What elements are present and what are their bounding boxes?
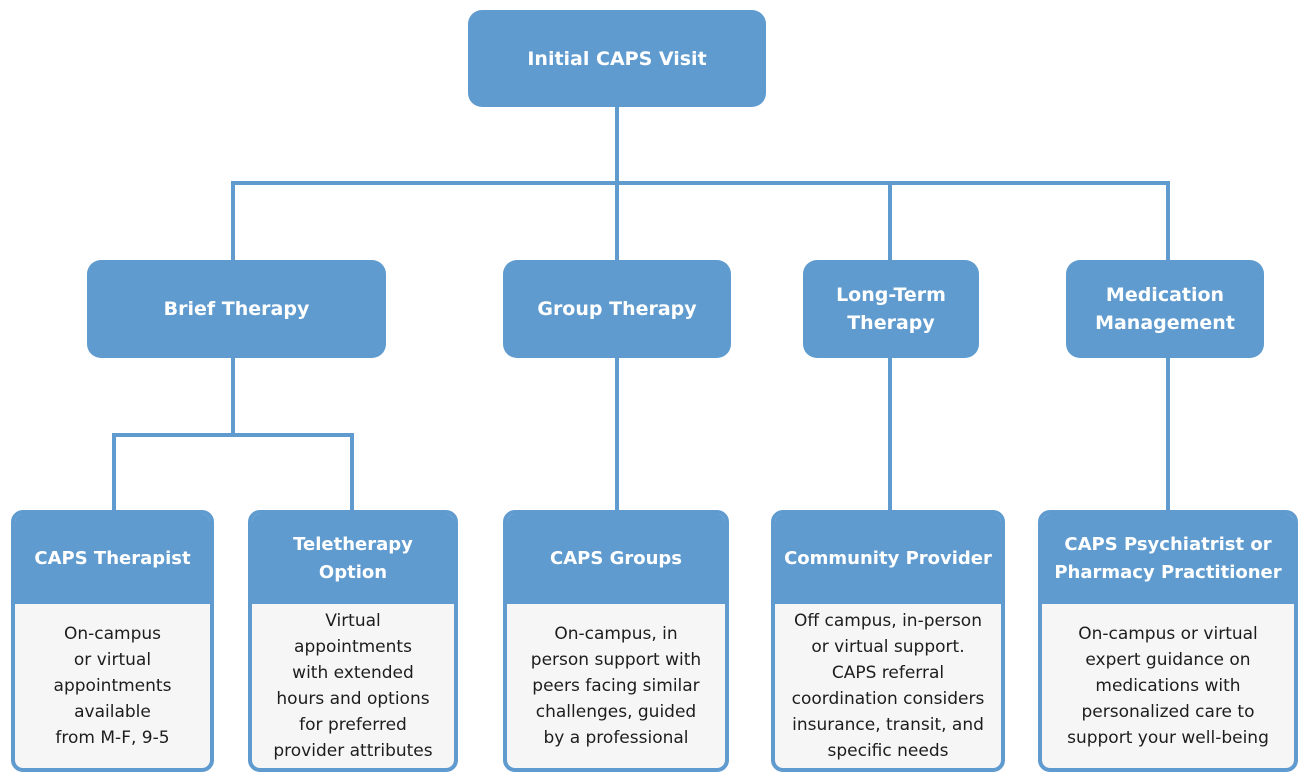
option-card-title: CAPS Groups — [507, 514, 725, 604]
option-card-title: CAPS Psychiatrist or Pharmacy Practition… — [1042, 514, 1294, 604]
option-card-description: On-campus, in person support with peers … — [530, 624, 702, 748]
option-card-title: Teletherapy Option — [252, 514, 454, 604]
option-card-caps-therapist: CAPS Therapist On-campus or virtual appo… — [11, 510, 214, 772]
category-label: Group Therapy — [537, 298, 697, 320]
category-label: Medication Management — [1095, 284, 1235, 334]
category-node-long-term-therapy: Long-Term Therapy — [803, 260, 979, 358]
category-label: Brief Therapy — [163, 298, 310, 320]
root-node-initial-caps-visit: Initial CAPS Visit — [468, 10, 766, 107]
category-node-medication-management: Medication Management — [1066, 260, 1264, 358]
brief-therapy-split-line — [112, 355, 354, 514]
option-card-community-provider: Community Provider Off campus, in-person… — [771, 510, 1005, 772]
option-card-title: Community Provider — [775, 514, 1001, 604]
option-card-description: Off campus, in-person or virtual support… — [791, 611, 985, 761]
option-card-description: Virtual appointments with extended hours… — [273, 611, 433, 761]
root-node-label: Initial CAPS Visit — [527, 47, 707, 70]
option-card-title: CAPS Therapist — [15, 514, 210, 604]
option-card-caps-groups: CAPS Groups On-campus, in person support… — [503, 510, 729, 772]
option-card-caps-psychiatrist: CAPS Psychiatrist or Pharmacy Practition… — [1038, 510, 1298, 772]
category-node-brief-therapy: Brief Therapy — [87, 260, 386, 358]
category-node-group-therapy: Group Therapy — [503, 260, 731, 358]
option-card-description: On-campus or virtual expert guidance on … — [1067, 624, 1269, 748]
option-card-description: On-campus or virtual appointments availa… — [53, 624, 172, 748]
option-card-teletherapy-option: Teletherapy Option Virtual appointments … — [248, 510, 458, 772]
category-label: Long-Term Therapy — [836, 284, 946, 334]
